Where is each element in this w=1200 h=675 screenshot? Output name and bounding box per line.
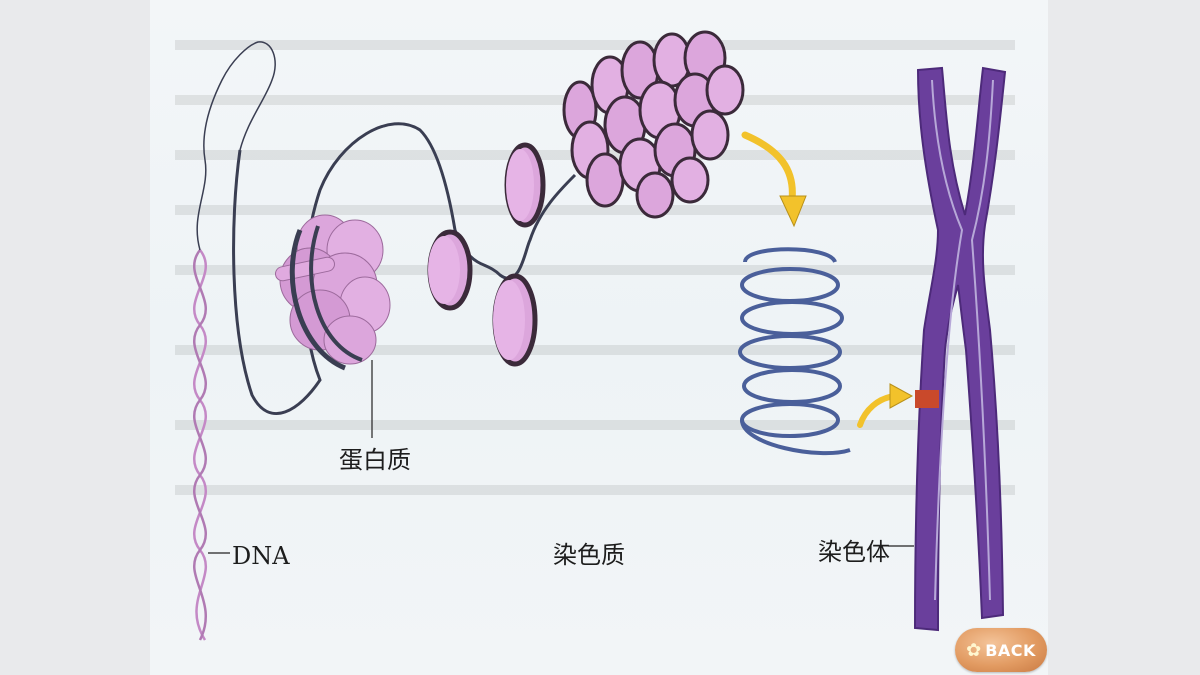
flower-icon: ✿ xyxy=(966,639,982,661)
nucleosome-3 xyxy=(504,142,546,228)
back-button-label: BACK xyxy=(985,640,1036,660)
protein-label: 蛋白质 xyxy=(339,446,411,474)
chromosome-x xyxy=(913,66,1007,632)
nucleosome-2 xyxy=(492,273,538,367)
nucleosome-1 xyxy=(427,229,473,311)
nucleosome-cluster xyxy=(562,30,745,219)
chromatin-label: 染色质 xyxy=(553,541,625,569)
arrow-to-chromatin-icon xyxy=(741,131,807,228)
gene-band xyxy=(915,390,939,408)
right-margin xyxy=(1048,0,1200,675)
arrow-to-band-icon xyxy=(857,383,914,428)
back-button[interactable]: ✿ BACK xyxy=(955,628,1047,672)
dna-helix xyxy=(193,41,276,641)
dna-fiber xyxy=(232,122,577,416)
chromosome-label: 染色体 xyxy=(818,538,890,566)
dna-label: DNA xyxy=(232,542,290,570)
histone-core-large xyxy=(275,214,391,371)
chromatin-coil xyxy=(738,247,851,456)
